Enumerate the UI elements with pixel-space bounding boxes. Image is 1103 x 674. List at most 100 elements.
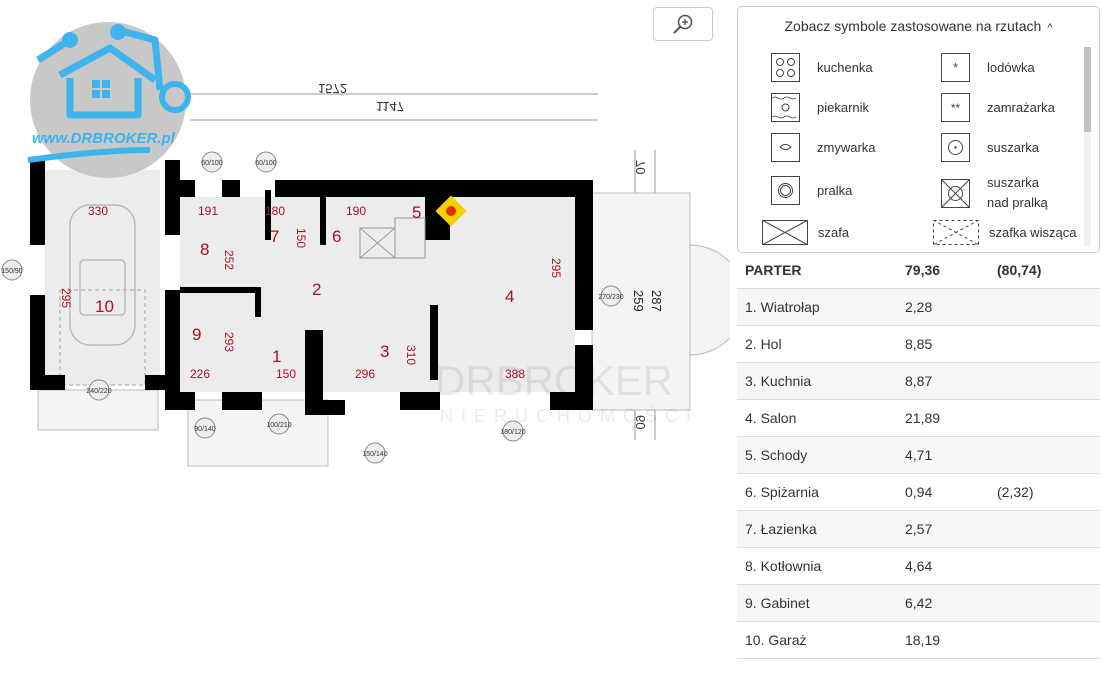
room-label: 5. Schody <box>737 436 897 474</box>
svg-text:*: * <box>953 60 958 75</box>
room-label: 6. Spiżarnia <box>737 473 897 511</box>
dim-388: 388 <box>505 367 525 381</box>
legend-item-kuchenka: kuchenka <box>771 53 873 82</box>
legend-toggle[interactable]: Zobacz symbole zastosowane na rzutach^ <box>784 18 1053 34</box>
watermark-subtext: NIERUCHOMOŚCI <box>440 405 699 426</box>
svg-text:150/90: 150/90 <box>1 268 23 275</box>
room-value: 4,64 <box>897 547 989 585</box>
zoom-in-icon <box>673 14 693 34</box>
window-marker: 60/100 <box>255 151 277 173</box>
room-extra <box>989 325 1100 363</box>
symbols-legend: Zobacz symbole zastosowane na rzutach^ k… <box>737 6 1100 253</box>
svg-text:**: ** <box>951 101 961 115</box>
room-label: 8. Kotłownia <box>737 547 897 585</box>
stove-icon <box>771 53 800 82</box>
window-marker: 270/230 <box>598 285 624 307</box>
legend-item-suszarka-nad-pralka: suszarka nad pralką <box>941 173 1057 213</box>
dim-287: 287 <box>649 290 664 312</box>
room-extra <box>989 621 1100 659</box>
table-header-row: PARTER 79,36 (80,74) <box>737 253 1100 289</box>
chevron-up-icon: ^ <box>1047 22 1053 34</box>
dim-259: 259 <box>631 290 646 312</box>
scrollbar-thumb[interactable] <box>1084 47 1091 132</box>
room-label-8: 8 <box>200 240 209 259</box>
walls <box>30 160 593 415</box>
dim-inner: 1147 <box>376 99 404 114</box>
window-marker: 150/140 <box>362 442 388 464</box>
washer-icon <box>771 176 800 205</box>
room-label-9: 9 <box>192 325 201 344</box>
legend-item-suszarka: suszarka <box>941 133 1039 162</box>
room-extra <box>989 547 1100 585</box>
floor-plan[interactable]: 1572 1147 70 60 10 8 9 7 6 5 4 3 2 1 330… <box>0 0 730 480</box>
dryer-icon <box>941 133 970 162</box>
wardrobe-icon <box>762 220 808 245</box>
room-extra <box>989 399 1100 437</box>
room-extra <box>989 436 1100 474</box>
legend-item-zamrazarka: ** zamrażarka <box>941 93 1055 122</box>
room-floors <box>45 170 575 392</box>
legend-item-zmywarka: zmywarka <box>771 133 876 162</box>
drbroker-logo: www.DRBROKER.pl <box>27 22 191 178</box>
room-label: 7. Łazienka <box>737 510 897 548</box>
watermark-text: DRBROKER <box>435 357 673 404</box>
window-marker: 100/210 <box>266 413 292 435</box>
room-value: 8,85 <box>897 325 989 363</box>
svg-text:270/230: 270/230 <box>598 294 623 301</box>
dim-150b: 150 <box>276 367 296 381</box>
dim-70: 70 <box>633 160 648 174</box>
window-marker: 240/220 <box>86 379 112 401</box>
window-marker: 150/90 <box>1 259 23 281</box>
oven-icon <box>771 93 800 122</box>
window-marker: 180/120 <box>500 420 526 442</box>
room-value: 0,94 <box>897 473 989 511</box>
svg-text:240/220: 240/220 <box>86 388 111 395</box>
svg-text:150/140: 150/140 <box>362 451 387 458</box>
svg-text:180/120: 180/120 <box>500 429 525 436</box>
freezer-icon: ** <box>941 93 970 122</box>
room-value: 2,28 <box>897 288 989 326</box>
room-label-10: 10 <box>95 297 114 316</box>
room-extra: (2,32) <box>989 473 1100 511</box>
logo-text: www.DRBROKER.pl <box>32 130 176 147</box>
room-label: 1. Wiatrołap <box>737 288 897 326</box>
room-label: 2. Hol <box>737 325 897 363</box>
room-label-3: 3 <box>380 342 389 361</box>
car-icon <box>59 204 146 386</box>
room-value: 2,57 <box>897 510 989 548</box>
dishwasher-icon <box>771 133 800 162</box>
wall-cabinet-icon <box>933 220 979 245</box>
room-label: 3. Kuchnia <box>737 362 897 400</box>
svg-text:60/100: 60/100 <box>201 160 223 167</box>
zoom-in-button[interactable] <box>653 7 713 41</box>
room-label-1: 1 <box>272 347 281 366</box>
room-label-5: 5 <box>412 203 421 222</box>
dim-191: 191 <box>198 204 218 218</box>
legend-scrollbar[interactable] <box>1084 47 1091 247</box>
fireplace-icon <box>435 195 467 227</box>
room-label-6: 6 <box>332 227 341 246</box>
legend-item-szafka-wiszaca: szafka wisząca <box>933 220 1076 245</box>
room-value: 18,19 <box>897 621 989 659</box>
room-extra <box>989 288 1100 326</box>
room-extra <box>989 584 1100 622</box>
window-marker: 90/140 <box>194 417 216 439</box>
dim-180: 180 <box>265 204 285 218</box>
dryer-over-washer-icon <box>941 178 970 208</box>
room-extra <box>989 510 1100 548</box>
legend-item-lodowka: * lodówka <box>941 53 1035 82</box>
dim-150: 150 <box>294 228 308 248</box>
legend-item-szafa: szafa <box>762 220 849 245</box>
room-label: 9. Gabinet <box>737 584 897 622</box>
room-label-7: 7 <box>270 227 279 246</box>
dim-overall: 1572 <box>318 81 347 96</box>
room-label-4: 4 <box>505 287 514 306</box>
room-value: 6,42 <box>897 584 989 622</box>
svg-text:60/100: 60/100 <box>255 160 277 167</box>
